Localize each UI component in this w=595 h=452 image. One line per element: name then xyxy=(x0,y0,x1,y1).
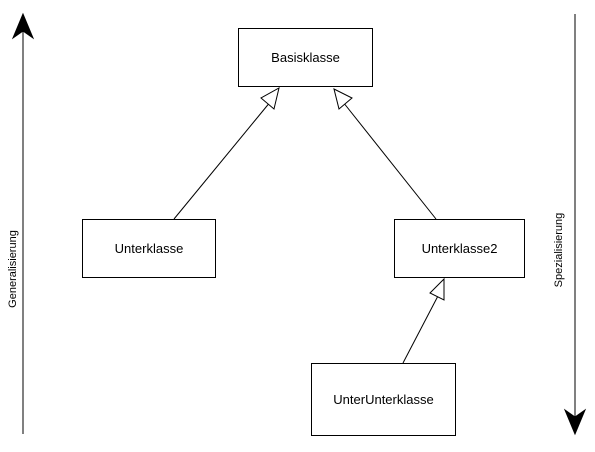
class-label: Unterklasse xyxy=(115,241,184,256)
class-label: Basisklasse xyxy=(271,50,340,65)
inheritance-triangle-icon xyxy=(260,87,280,110)
class-node-unterunterklasse[interactable]: UnterUnterklasse xyxy=(311,363,456,436)
edge-unterunterklasse-to-unterklasse2 xyxy=(402,277,445,364)
generalization-label: Generalisierung xyxy=(7,230,19,308)
class-label: UnterUnterklasse xyxy=(333,392,433,407)
generalization-axis: Generalisierung xyxy=(7,12,35,434)
class-box xyxy=(394,219,525,278)
class-node-unterklasse2[interactable]: Unterklasse2 xyxy=(394,219,525,278)
specialization-arrowhead-icon xyxy=(563,408,587,436)
class-node-basisklasse[interactable]: Basisklasse xyxy=(238,28,373,87)
specialization-label: Spezialisierung xyxy=(553,213,565,288)
edge-line xyxy=(173,100,272,220)
inheritance-triangle-icon xyxy=(429,277,445,301)
generalization-arrowhead-icon xyxy=(11,12,35,40)
class-box xyxy=(82,219,216,278)
class-label: Unterklasse2 xyxy=(422,241,498,256)
class-box xyxy=(238,28,373,87)
edge-line xyxy=(402,293,440,364)
inheritance-triangle-icon xyxy=(333,88,353,110)
specialization-axis: Spezialisierung xyxy=(553,14,587,436)
edge-unterklasse2-to-basisklasse xyxy=(333,88,437,220)
class-node-unterklasse[interactable]: Unterklasse xyxy=(82,219,216,278)
edge-unterklasse-to-basisklasse xyxy=(173,87,280,220)
edge-line xyxy=(342,101,437,220)
class-box xyxy=(311,363,456,436)
